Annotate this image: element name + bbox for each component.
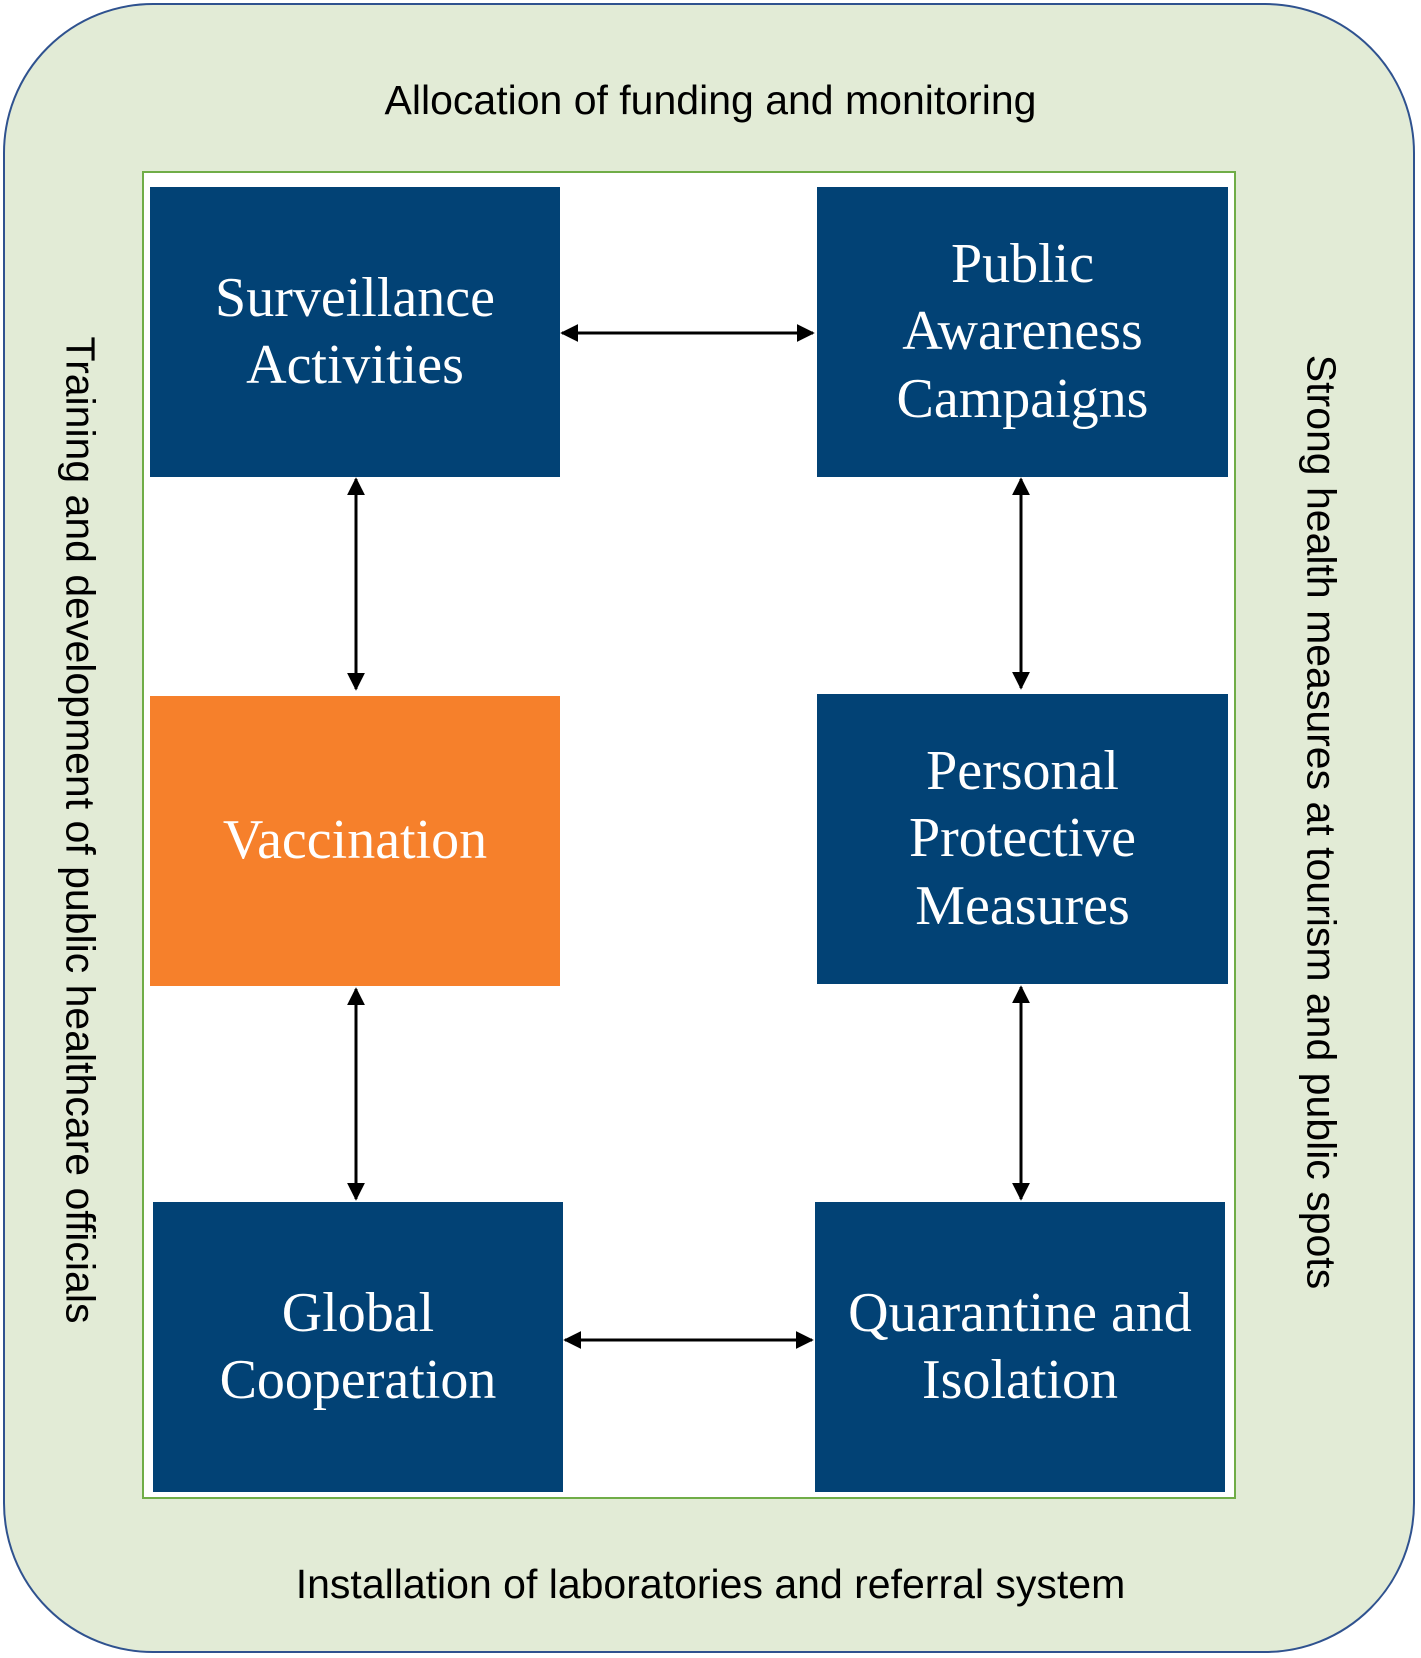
- box-public-awareness-campaigns: Public Awareness Campaigns: [817, 187, 1228, 477]
- box-surveillance-activities: Surveillance Activities: [150, 187, 560, 477]
- box-personal-protective-measures: Personal Protective Measures: [817, 694, 1228, 984]
- bottom-label: Installation of laboratories and referra…: [295, 1561, 1126, 1607]
- box-quarantine-and-isolation: Quarantine and Isolation: [815, 1202, 1225, 1492]
- box-global-cooperation: Global Cooperation: [153, 1202, 563, 1492]
- box-vaccination: Vaccination: [150, 696, 560, 986]
- top-label: Allocation of funding and monitoring: [384, 77, 1037, 123]
